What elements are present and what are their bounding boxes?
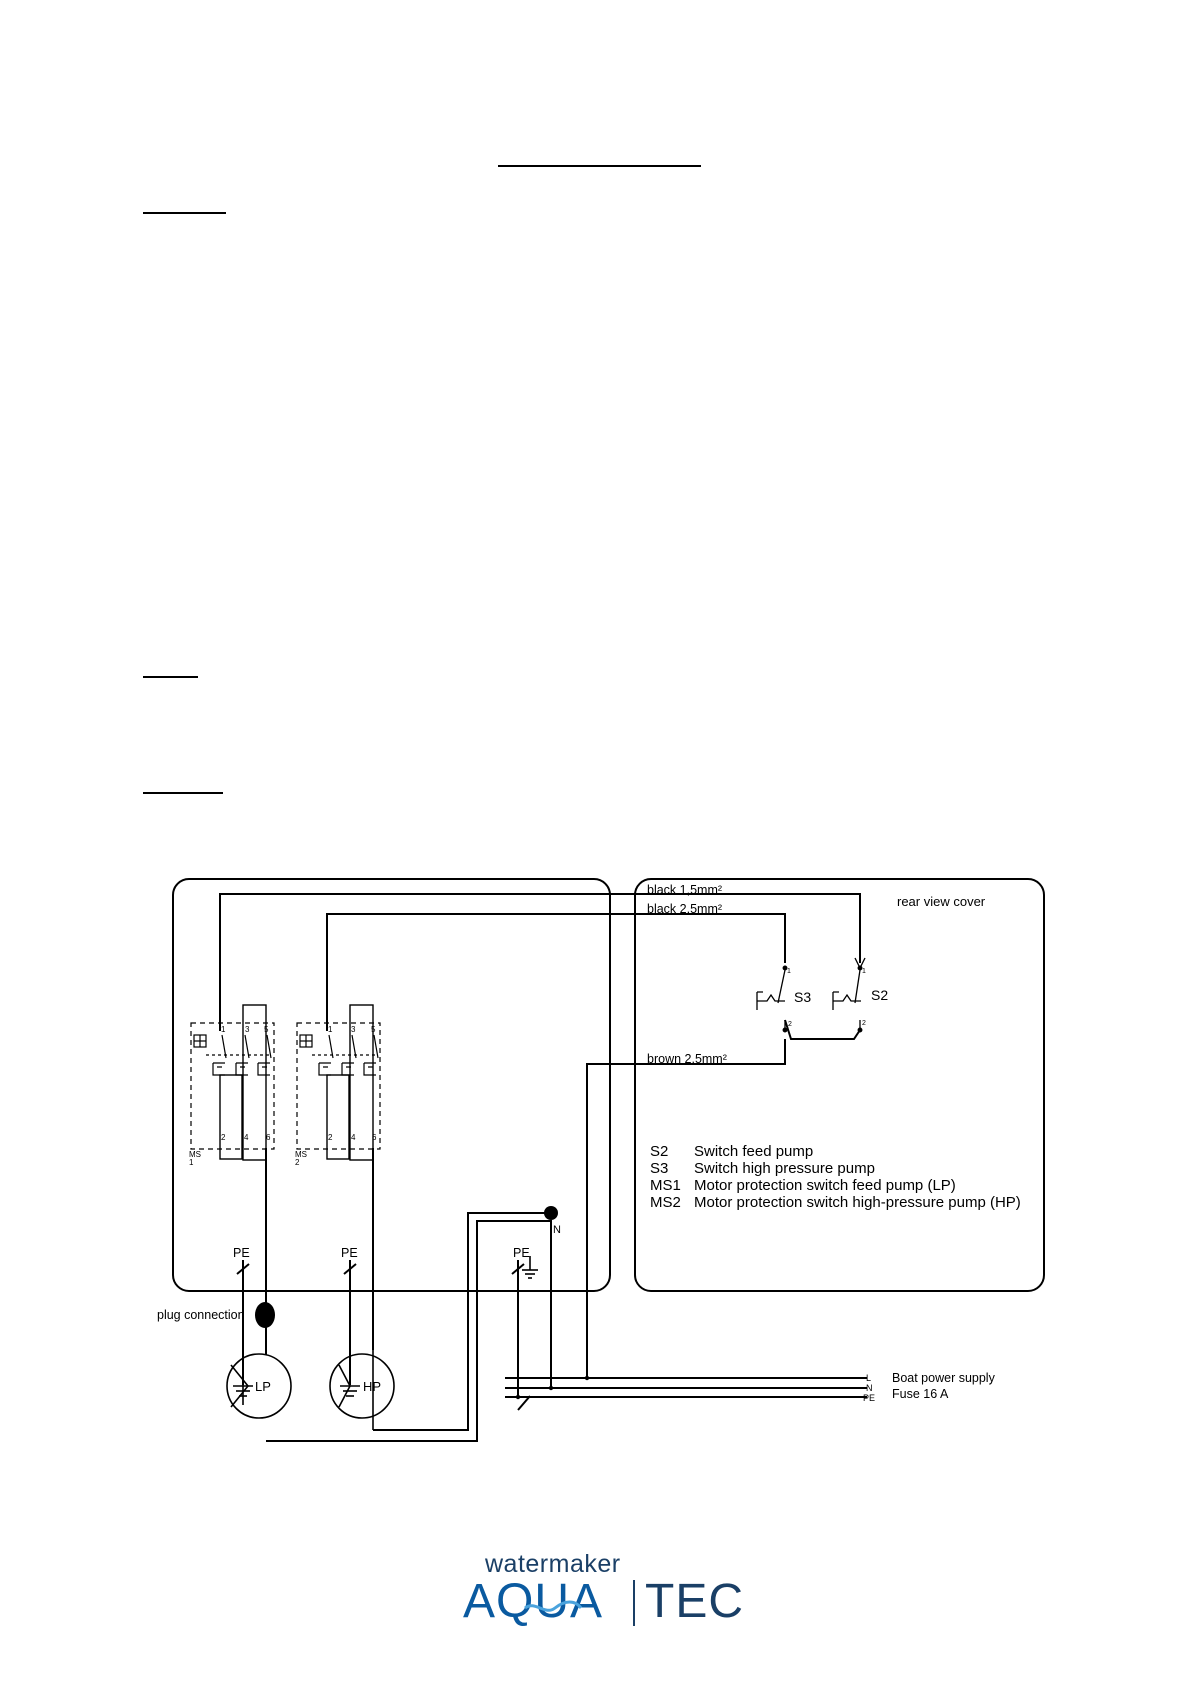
- control-box-enclosure: [172, 878, 611, 1292]
- logo-tec: TEC: [645, 1575, 744, 1628]
- svg-text:2: 2: [221, 1133, 226, 1142]
- label-hp: HP: [363, 1379, 381, 1394]
- svg-text:6: 6: [266, 1133, 271, 1142]
- rear-cover-enclosure: [634, 878, 1045, 1292]
- svg-text:1: 1: [328, 1025, 333, 1034]
- svg-text:5: 5: [371, 1025, 376, 1034]
- switch-bridge: [784, 1019, 861, 1040]
- svg-text:3: 3: [351, 1025, 356, 1034]
- label-rear-view: rear view cover: [897, 894, 986, 909]
- label-s2: S2: [871, 987, 888, 1003]
- svg-text:2: 2: [788, 1021, 792, 1028]
- label-ms1: MS: [189, 1150, 201, 1159]
- legend-desc: Switch feed pump: [694, 1143, 813, 1160]
- svg-text:2: 2: [862, 1020, 866, 1027]
- svg-text:3: 3: [245, 1025, 250, 1034]
- legend-code: MS2: [650, 1194, 681, 1211]
- label-lp: LP: [255, 1379, 271, 1394]
- svg-text:1: 1: [189, 1158, 194, 1167]
- logo-wave-icon: [524, 1600, 583, 1612]
- label-pe-2: PE: [341, 1246, 358, 1260]
- svg-text:1: 1: [862, 968, 866, 975]
- logo-divider: [633, 1580, 635, 1626]
- svg-text:1: 1: [787, 968, 791, 975]
- svg-text:PE: PE: [863, 1393, 875, 1403]
- legend-desc: Motor protection switch high-pressure pu…: [694, 1194, 1021, 1211]
- svg-text:L: L: [866, 1373, 871, 1383]
- wire-n-hp-return: [373, 1212, 551, 1431]
- svg-text:6: 6: [372, 1133, 377, 1142]
- svg-text:5: 5: [264, 1025, 269, 1034]
- svg-text:1: 1: [221, 1025, 226, 1034]
- label-black-2-5: black 2,5mm²: [647, 902, 722, 916]
- legend-code: S2: [650, 1143, 668, 1160]
- legend-code: MS1: [650, 1177, 681, 1194]
- label-brown-2-5: brown 2,5mm²: [647, 1052, 727, 1066]
- label-ms2: MS: [295, 1150, 307, 1159]
- legend: S2 Switch feed pump S3 Switch high press…: [650, 1143, 1021, 1211]
- ms2-module: [296, 1022, 381, 1150]
- svg-text:4: 4: [244, 1133, 249, 1142]
- logo-watermaker: watermaker: [485, 1550, 621, 1578]
- section-underline-2: [143, 676, 198, 678]
- label-black-1-5: black 1,5mm²: [647, 883, 722, 897]
- plug-connection-node: [255, 1302, 275, 1328]
- title-underline: [498, 165, 701, 167]
- legend-code: S3: [650, 1160, 668, 1177]
- label-boat-power: Boat power supply: [892, 1371, 996, 1385]
- wire-black-2-5: [326, 913, 786, 1031]
- label-n: N: [553, 1224, 561, 1236]
- svg-text:2: 2: [328, 1133, 333, 1142]
- watermaker-aquatec-logo: watermaker AQUA TEC: [455, 1550, 745, 1630]
- label-fuse: Fuse 16 A: [892, 1387, 949, 1401]
- svg-text:4: 4: [351, 1133, 356, 1142]
- n-node: [544, 1206, 558, 1220]
- lp-motor: [226, 1353, 292, 1419]
- wire-n-lp-return: [266, 1220, 552, 1442]
- hp-motor: [329, 1353, 395, 1419]
- svg-text:N: N: [866, 1383, 873, 1393]
- label-s3: S3: [794, 989, 811, 1005]
- label-pe-1: PE: [233, 1246, 250, 1260]
- wire-black-1-5: [219, 893, 861, 1031]
- wire-brown-2-5: [586, 1039, 786, 1378]
- svg-text:2: 2: [295, 1158, 300, 1167]
- section-underline-1: [143, 212, 226, 214]
- label-plug-connection: plug connection: [157, 1308, 245, 1322]
- logo-aqua: AQUA: [463, 1575, 604, 1628]
- label-pe-3: PE: [513, 1246, 530, 1260]
- ms1-module: [190, 1022, 275, 1150]
- section-underline-3: [143, 792, 223, 794]
- legend-desc: Switch high pressure pump: [694, 1160, 875, 1177]
- legend-desc: Motor protection switch feed pump (LP): [694, 1177, 956, 1194]
